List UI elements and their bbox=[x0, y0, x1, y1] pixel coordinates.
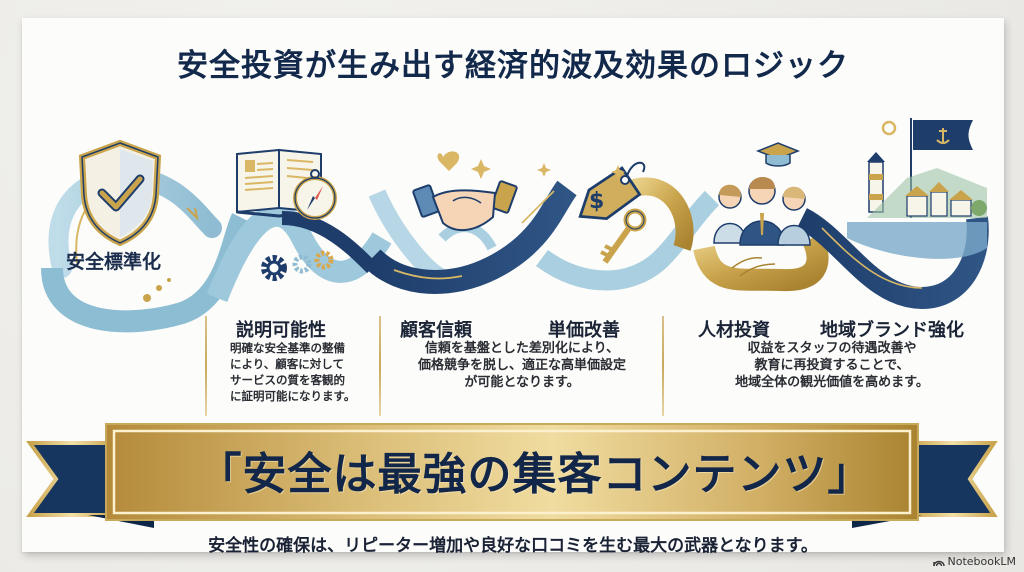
banner-headline: 「安全は最強の集客コンテンツ」 bbox=[197, 449, 873, 500]
flow-wave-pricing bbox=[536, 177, 720, 291]
infographic-card: 安全投資が生み出す経済的波及効果のロジック bbox=[22, 18, 1004, 556]
sparkle-icon bbox=[537, 163, 551, 177]
step-body-accountability: 明確な安全基準の整備 により、顧客に対して サービスの質を客観的 に証明可能にな… bbox=[230, 340, 355, 404]
banner-subtext: 安全性の確保は、リピーター増加や良好な口コミを生む最大の武器となります。 bbox=[208, 536, 818, 556]
notebooklm-logo-icon bbox=[932, 560, 945, 566]
group-body-talent-brand: 収益をスタッフの待遇改善や 教育に再投資することで、 地域全体の観光価値を高めま… bbox=[682, 340, 982, 391]
lighthouse-town-icon bbox=[847, 118, 987, 259]
step-label-standardization: 安全標準化 bbox=[66, 251, 162, 273]
step-label-trust: 顧客信頼 bbox=[400, 320, 472, 341]
body-line: サービスの質を客観的 bbox=[230, 373, 345, 387]
handshake-icon bbox=[412, 151, 518, 232]
page-title: 安全投資が生み出す経済的波及効果のロジック bbox=[177, 48, 849, 84]
flow-loop-brand bbox=[796, 208, 989, 310]
ribbon-tail-left bbox=[26, 441, 116, 517]
flow-diagram: $ bbox=[41, 118, 989, 333]
book-compass-icon bbox=[236, 148, 337, 220]
step-label-accountability: 説明可能性 bbox=[236, 320, 326, 341]
ribbon-banner bbox=[26, 423, 998, 528]
ribbon-main-panel bbox=[105, 423, 919, 521]
svg-text:$: $ bbox=[589, 189, 604, 214]
notebooklm-watermark: NotebookLM bbox=[932, 555, 1016, 568]
group-body-trust-pricing: 信頼を基盤とした差別化により、 価格競争を脱し、適正な高単価設定 が可能となりま… bbox=[387, 340, 657, 391]
body-line: 明確な安全基準の整備 bbox=[230, 341, 345, 355]
divider-2 bbox=[379, 316, 381, 416]
gears-icon bbox=[261, 250, 334, 281]
sparkle-icon bbox=[471, 159, 491, 179]
body-line: により、顧客に対して bbox=[230, 357, 344, 371]
body-line: 地域全体の観光価値を高めます。 bbox=[735, 375, 929, 390]
body-line: 価格競争を脱し、適正な高単価設定 bbox=[417, 358, 626, 373]
body-line: が可能となります。 bbox=[464, 375, 580, 390]
body-line: に証明可能になります。 bbox=[230, 389, 356, 403]
divider-1 bbox=[205, 316, 207, 416]
step-label-regional-brand: 地域ブランド強化 bbox=[820, 320, 964, 341]
body-line: 教育に再投資することで、 bbox=[754, 358, 910, 373]
shield-check-icon bbox=[78, 139, 162, 247]
flow-loop-talent bbox=[693, 233, 829, 292]
divider-3 bbox=[662, 316, 664, 416]
step-label-talent: 人材投資 bbox=[698, 320, 770, 341]
sparkle-icon bbox=[611, 165, 625, 179]
staff-graduation-icon bbox=[713, 142, 811, 246]
watermark-text: NotebookLM bbox=[947, 555, 1016, 568]
body-line: 信頼を基盤とした差別化により、 bbox=[424, 341, 620, 356]
price-tag-key-icon: $ bbox=[578, 161, 647, 264]
step-label-pricing: 単価改善 bbox=[548, 320, 620, 341]
body-line: 収益をスタッフの待遇改善や bbox=[747, 341, 917, 356]
